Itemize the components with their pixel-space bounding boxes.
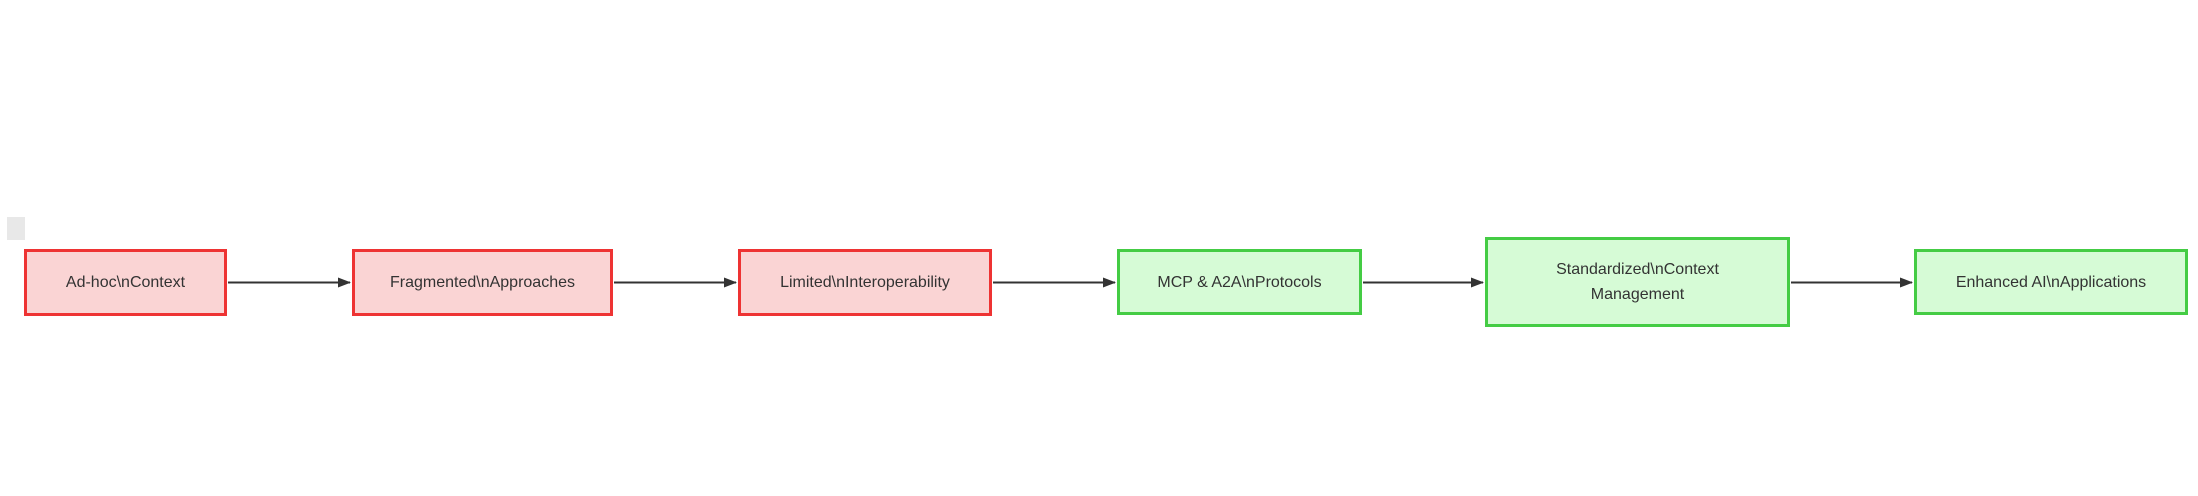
flow-node-label: Enhanced AI\nApplications [1955,273,2147,291]
flow-node-label: Limited\nInteroperability [780,274,950,291]
flow-node-standardized-context-management: Standardized\nContext Management [1485,237,1790,327]
render-artifact-square [7,217,25,240]
flow-node-label: MCP & A2A\nProtocols [1157,273,1322,291]
flow-node-adhoc-context: Ad-hoc\nContext [24,249,227,316]
flow-node-label: Ad-hoc\nContext [65,274,186,291]
flow-node-limited-interoperability: Limited\nInteroperability [738,249,992,316]
flow-node-enhanced-ai-applications: Enhanced AI\nApplications [1914,249,2188,315]
flow-node-fragmented-approaches: Fragmented\nApproaches [352,249,613,316]
flow-node-label: Standardized\nContext Management [1556,261,1719,303]
flow-node-mcp-a2a-protocols: MCP & A2A\nProtocols [1117,249,1362,315]
flow-node-label: Fragmented\nApproaches [390,274,575,291]
